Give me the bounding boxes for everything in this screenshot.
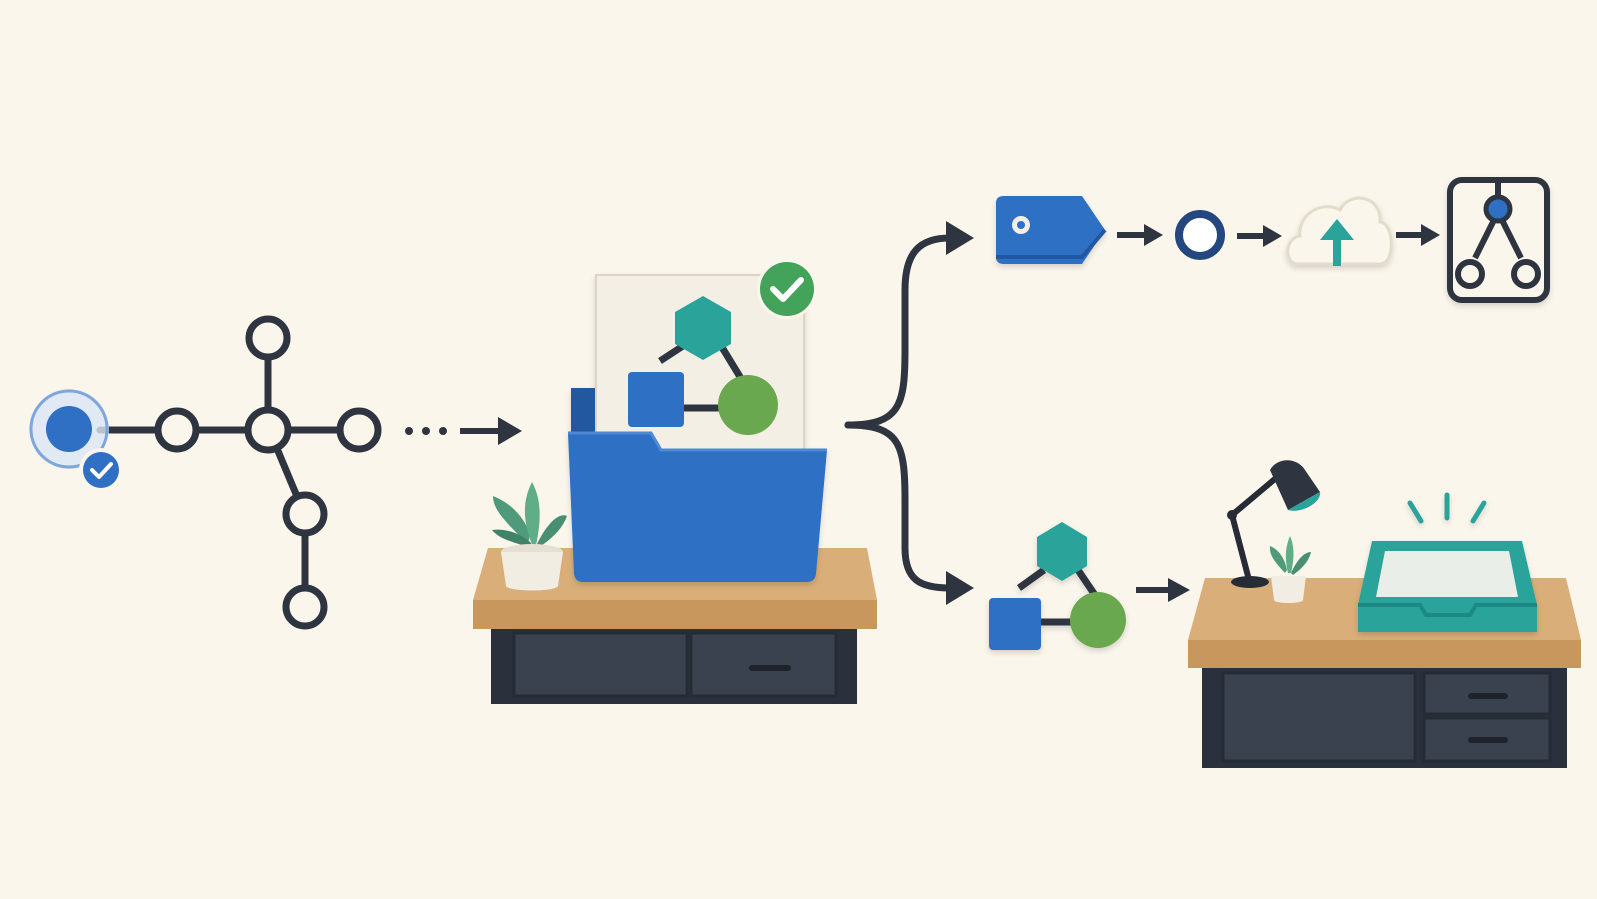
- ring-node-icon: [1175, 210, 1225, 260]
- commit-graph-icon: [96, 315, 382, 630]
- arrow-connector: [1136, 578, 1190, 602]
- potted-plant-icon: [492, 482, 567, 591]
- shapes-diagram-icon: [989, 522, 1126, 650]
- commit-node: [282, 584, 328, 630]
- branch-connector: [844, 234, 954, 592]
- commit-node: [244, 406, 292, 454]
- arrow-connector: [1237, 225, 1282, 247]
- arrowhead: [946, 571, 974, 605]
- desk-lamp-icon: [1227, 460, 1321, 588]
- commit-node: [154, 407, 200, 453]
- selected-node-icon: [29, 389, 123, 492]
- dotted-arrow-icon: [405, 417, 522, 445]
- commit-node: [245, 315, 291, 361]
- cloud-upload-icon: [1286, 196, 1393, 266]
- inbox-tray-icon: [1358, 492, 1537, 632]
- arrowhead: [946, 221, 974, 255]
- branch-repository-icon: [1447, 177, 1550, 303]
- commit-node: [336, 407, 382, 453]
- tag-icon: [996, 196, 1107, 264]
- checkmark-badge-icon: [757, 259, 817, 319]
- arrow-connector: [1117, 224, 1163, 246]
- check-badge-icon: [79, 448, 123, 492]
- potted-plant-icon: [1269, 536, 1311, 603]
- shapes-diagram-icon: [628, 296, 778, 435]
- commit-node: [282, 491, 328, 537]
- staging-folder-icon: [568, 274, 827, 582]
- arrow-connector: [1396, 224, 1440, 246]
